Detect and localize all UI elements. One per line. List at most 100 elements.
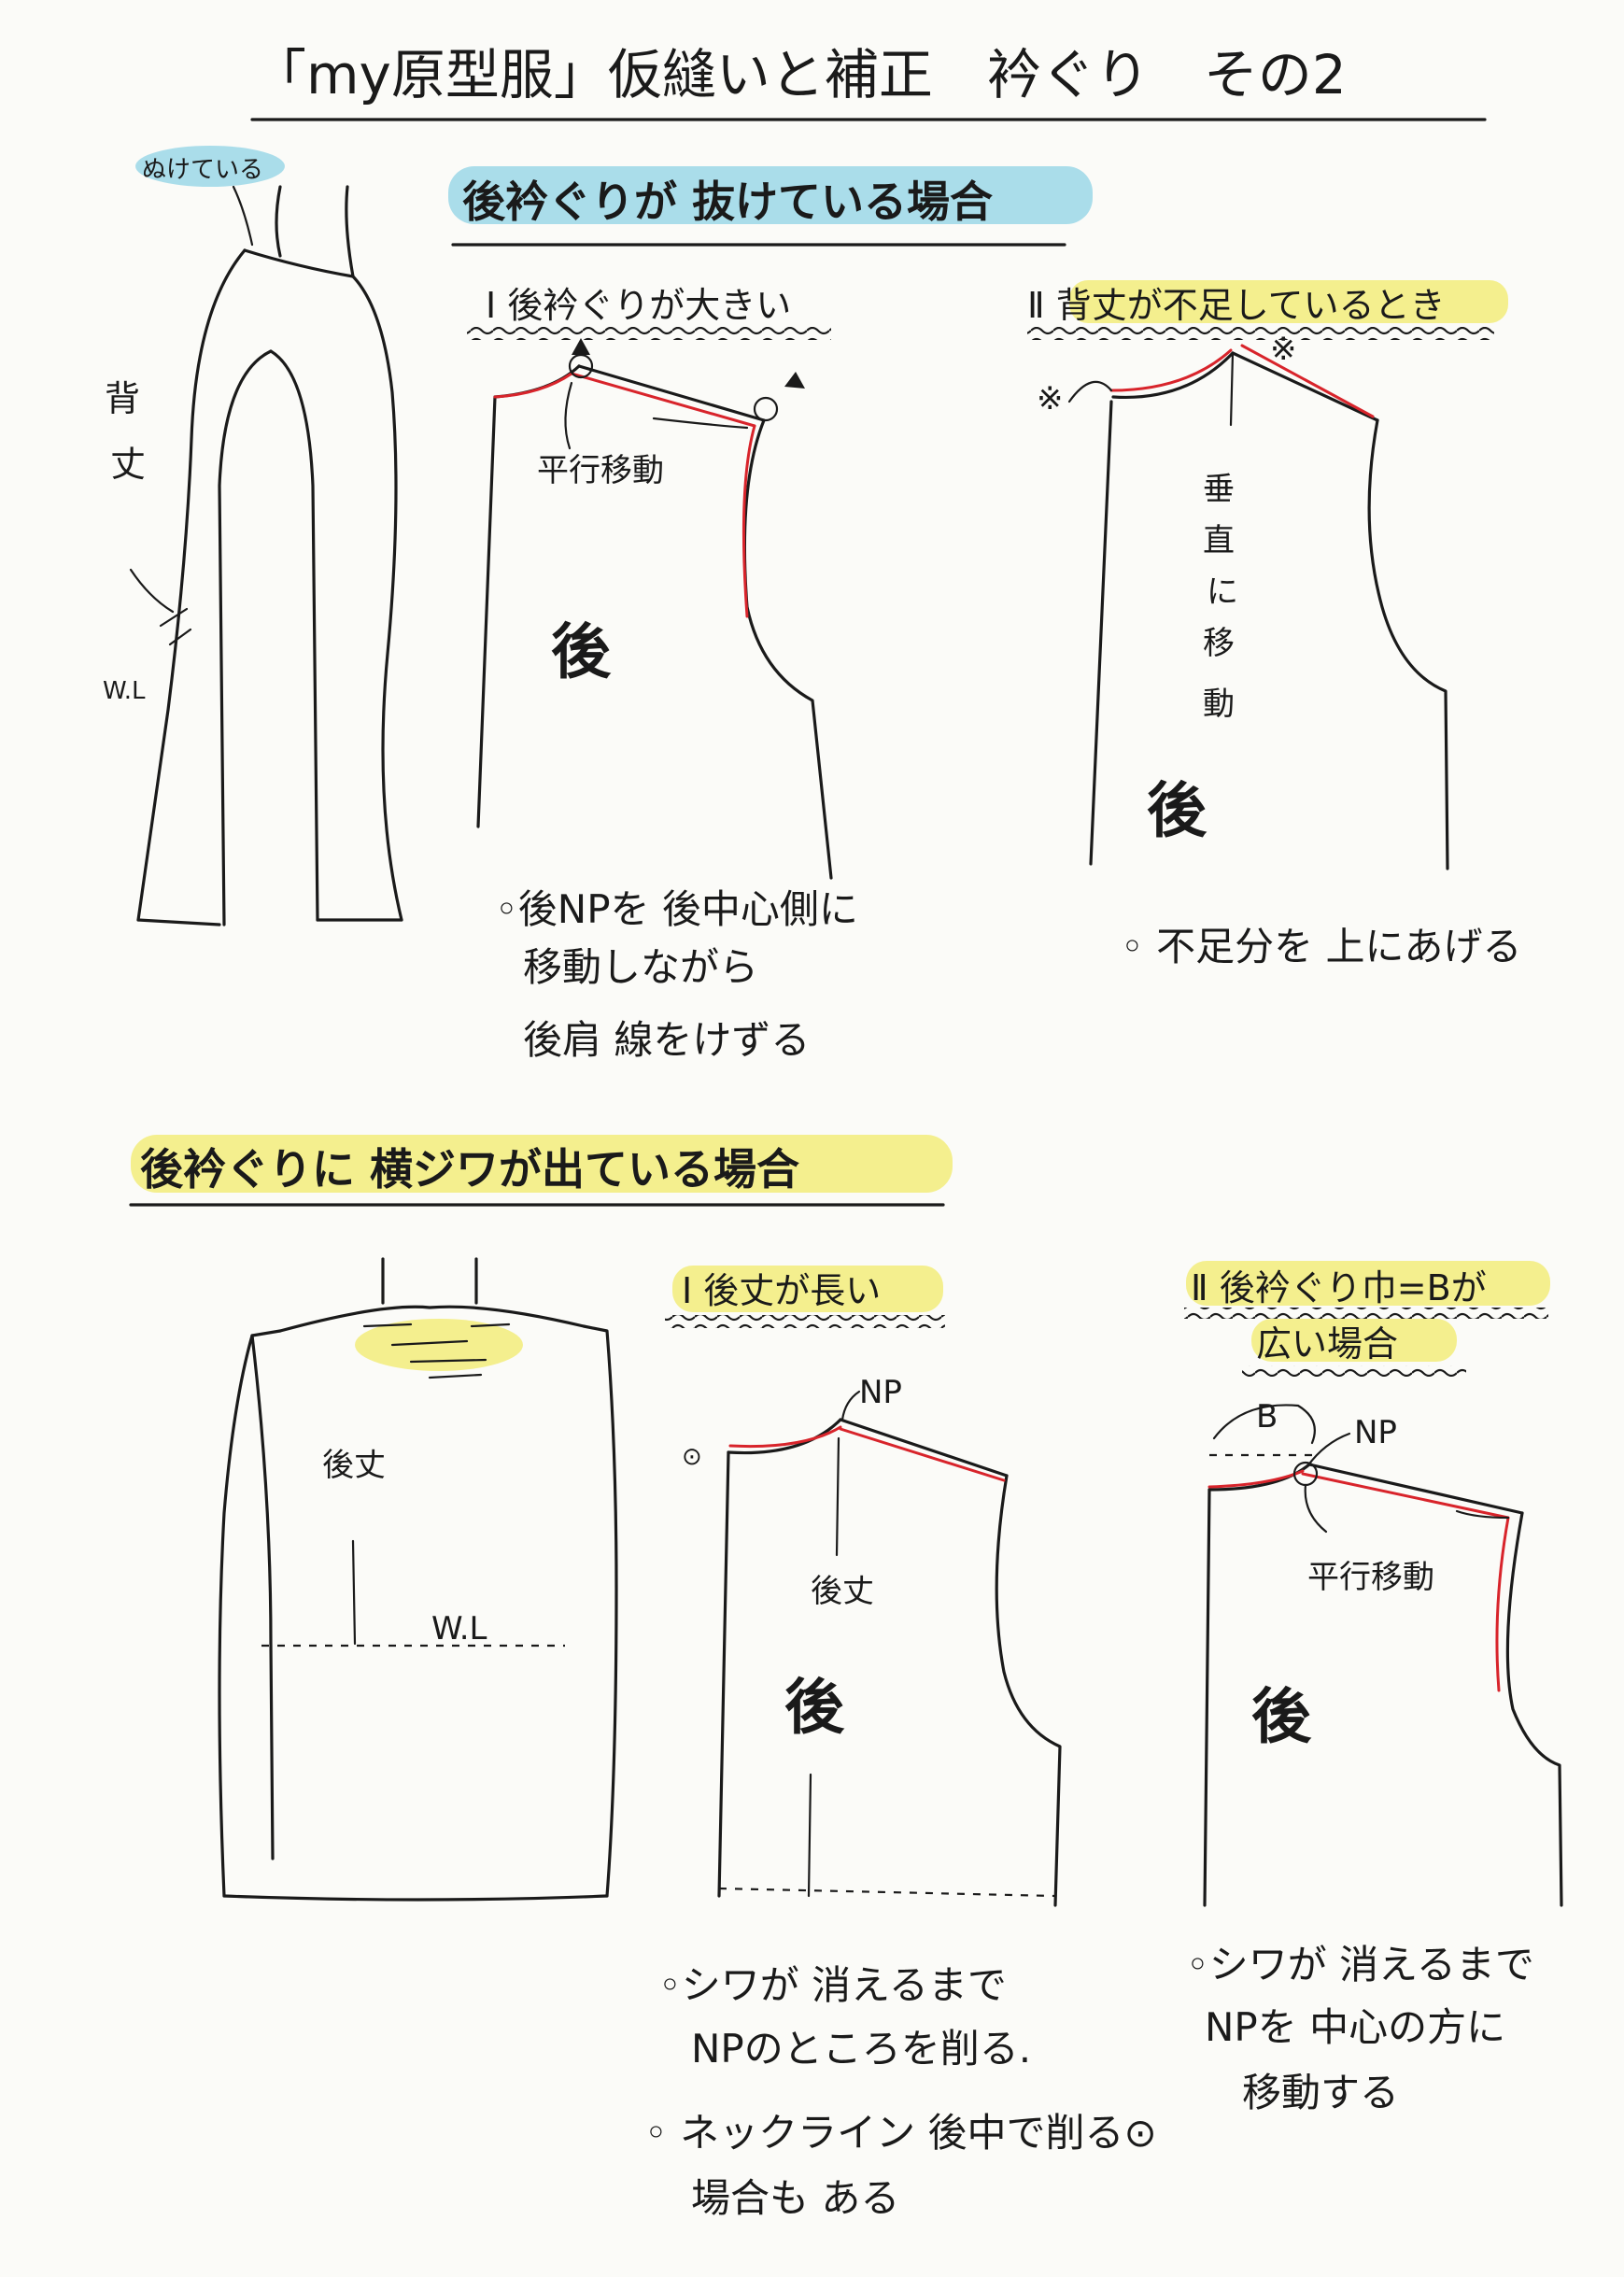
hem-line xyxy=(222,1894,609,1902)
section1-highlight xyxy=(448,166,1093,224)
case1-panel-label: 後 xyxy=(551,618,612,687)
section1-heading-text: 後衿ぐりが 抜けている場合 xyxy=(462,177,993,227)
back-figure: 後丈 W.L xyxy=(218,1257,618,1902)
case2b-note-1: ◦シワが 消えるまで xyxy=(1186,1942,1534,1987)
case1b-note-2: NPのところを削る. xyxy=(691,2026,1031,2072)
case1b-length-line xyxy=(835,1436,840,1557)
case1-top: Ⅰ 後衿ぐりが大きい 平行移動 後 ◦後NPを 後中心側に 移動しながら 後肩 … xyxy=(467,285,858,1063)
case2b-b-arc xyxy=(1212,1404,1316,1445)
case2b-red-neck xyxy=(1207,1469,1305,1489)
wrinkle-highlight xyxy=(355,1319,523,1371)
case1-center-back xyxy=(476,395,497,828)
case1-arrow-label: 平行移動 xyxy=(537,452,664,489)
case2-panel-label: 後 xyxy=(1147,777,1207,846)
case2b-arrow-right xyxy=(1455,1509,1510,1520)
case1b-center-back xyxy=(717,1450,730,1898)
case2-red-neck xyxy=(1109,348,1233,392)
case1b-red-shoulder xyxy=(839,1427,1006,1482)
case2-center-back xyxy=(1089,400,1113,866)
neck-front xyxy=(345,185,355,278)
section1-heading: 後衿ぐりが 抜けている場合 xyxy=(448,166,1093,247)
case1-triangle-left xyxy=(572,338,590,355)
case2-bottom-wavy-1 xyxy=(1184,1308,1548,1319)
case2-armhole xyxy=(1367,418,1449,870)
case1b-note-3: ◦ ネックライン 後中で削る⊙ xyxy=(644,2110,1157,2156)
back-length-line xyxy=(351,1539,357,1646)
case2-vertical-5: 動 xyxy=(1203,686,1235,723)
case1b-shoulder xyxy=(839,1418,1009,1478)
case2-heading: Ⅱ 背丈が不足しているとき xyxy=(1027,285,1446,326)
case2-vertical-guide xyxy=(1229,351,1235,427)
case1-np-pointer xyxy=(840,1390,861,1421)
case1-np-label: NP xyxy=(859,1374,902,1411)
case1-arrow-right xyxy=(652,417,749,430)
case2-vertical-2: 直 xyxy=(1203,522,1235,559)
case2-bottom-wavy-2 xyxy=(1242,1365,1466,1377)
dress-side-figure: ぬけている 背 丈 背丈 W.L xyxy=(103,146,403,926)
case1b-armhole xyxy=(995,1474,1062,1907)
case2-bottom-highlight-2 xyxy=(1251,1319,1457,1362)
case1-triangle-right xyxy=(784,372,805,389)
case2-red-shoulder xyxy=(1240,344,1375,418)
case2-bottom-heading-1: Ⅱ 後衿ぐり巾=Bが xyxy=(1191,1267,1487,1308)
case2b-note-3: 移動する xyxy=(1242,2070,1399,2115)
case1b-neckline xyxy=(727,1418,842,1455)
case1-note-3: 後肩 線をけずる xyxy=(523,1017,810,1063)
armhole-front xyxy=(269,349,319,922)
case2b-arrow-left xyxy=(1304,1483,1328,1534)
case2-mark-left: ※ xyxy=(1037,380,1064,417)
case2-bottom-heading-2: 広い場合 xyxy=(1256,1323,1398,1365)
page-title: 「my原型服」仮縫いと補正 衿ぐり その2 xyxy=(250,43,1487,121)
case2b-armhole xyxy=(1505,1511,1563,1907)
case1-bottom: Ⅰ 後丈が長い ⊙ NP 後丈 後 ◦シワが 消えるまで NPのところを削る. … xyxy=(644,1266,1157,2221)
case1b-hem-dash xyxy=(718,1887,1056,1898)
wl-pointer xyxy=(129,568,175,614)
loose-label: ぬけている xyxy=(142,156,263,184)
back-length-v1: 背 xyxy=(105,378,140,419)
case2-note: ◦ 不足分を 上にあげる xyxy=(1121,924,1521,969)
front-line xyxy=(351,275,403,922)
case2-bottom-highlight-1 xyxy=(1186,1261,1550,1306)
case2-top: Ⅱ 背丈が不足しているとき ※ ※ 垂 直 に 移 動 後 ◦ 不足分を 上にあ… xyxy=(1027,280,1521,969)
case2b-red-shoulder xyxy=(1301,1472,1510,1520)
collar-edge xyxy=(243,248,355,278)
case1b-panel-label: 後 xyxy=(784,1674,845,1743)
case2-vertical-3: に xyxy=(1207,573,1238,611)
case2b-red-armhole xyxy=(1495,1516,1510,1692)
case2b-shoulder xyxy=(1307,1463,1524,1515)
sleeve-left-inner xyxy=(250,1334,275,1860)
case2-wavy-underline xyxy=(1027,327,1494,340)
section2-heading-text: 後衿ぐりに 横ジワが出ている場合 xyxy=(140,1144,799,1195)
case1-heading: Ⅰ 後衿ぐりが大きい xyxy=(486,285,791,326)
case1b-length-label: 後丈 xyxy=(811,1573,874,1610)
back-length-label: 後丈 xyxy=(322,1447,386,1484)
case2b-np-label: NP xyxy=(1354,1414,1397,1451)
neck-back xyxy=(275,185,282,258)
case1-neckline xyxy=(493,364,581,399)
title-text: 「my原型服」仮縫いと補正 衿ぐり その2 xyxy=(252,43,1347,106)
case1-note-2: 移動しながら xyxy=(523,944,758,990)
left-side xyxy=(218,1329,282,1898)
hem-left xyxy=(136,918,221,926)
waist-label: W.L xyxy=(431,1610,487,1648)
case2b-arrow-label: 平行移動 xyxy=(1307,1559,1434,1596)
case1-bottom-heading: Ⅰ 後丈が長い xyxy=(682,1270,881,1311)
case2-mark-pointer xyxy=(1067,380,1113,403)
case1b-note-1: ◦シワが 消えるまで xyxy=(658,1962,1007,2008)
case1-circle-mark: ⊙ xyxy=(682,1443,702,1471)
case1b-note-4: 場合も ある xyxy=(691,2175,899,2221)
case1-red-neck xyxy=(493,372,573,399)
case2-mark-right: ※ xyxy=(1270,331,1297,368)
case2-vertical-4: 移 xyxy=(1203,625,1235,662)
back-length-v2: 丈 xyxy=(110,444,146,485)
case2b-b-label: B xyxy=(1256,1398,1278,1436)
case2b-panel-label: 後 xyxy=(1251,1683,1312,1752)
case2b-center-back xyxy=(1203,1488,1211,1907)
case1-note-1: ◦後NPを 後中心側に xyxy=(495,886,858,932)
case2-shoulder xyxy=(1231,351,1379,422)
case1-red-shoulder xyxy=(570,372,756,428)
case2b-neckline xyxy=(1207,1463,1311,1492)
case1-sp-circle xyxy=(753,396,779,422)
section2-highlight xyxy=(131,1135,953,1193)
